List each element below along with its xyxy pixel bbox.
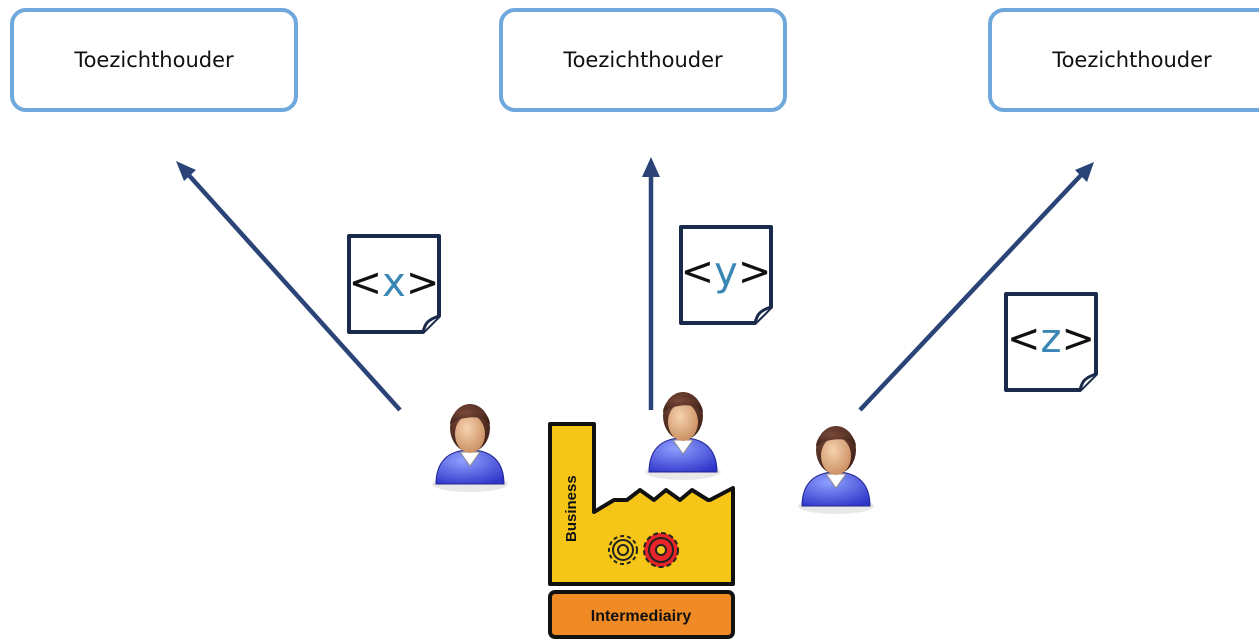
document-icon-y: <y> [679, 225, 773, 325]
supervisor-label: Toezichthouder [563, 48, 723, 72]
supervisor-label: Toezichthouder [74, 48, 234, 72]
person-icon [431, 403, 509, 493]
factory-building [548, 422, 735, 586]
document-label-y: <y> [681, 249, 772, 295]
factory-base [548, 590, 735, 639]
factory-base-label: Intermediairy [591, 608, 692, 625]
arrowhead-left [176, 161, 196, 181]
document-icon-x: <x> [347, 234, 441, 334]
person-icon [797, 425, 875, 515]
factory-icon: Business Intermediairy [548, 422, 735, 639]
supervisor-box-center: Toezichthouder [499, 8, 787, 112]
arrow-to-left-supervisor [184, 170, 402, 412]
person-icon [644, 391, 722, 481]
arrow-to-right-supervisor [858, 171, 1085, 412]
supervisor-label: Toezichthouder [1052, 48, 1212, 72]
gear-icon [608, 535, 638, 565]
document-label-x: <x> [349, 260, 440, 306]
arrowhead-right [1075, 162, 1094, 182]
supervisor-box-right: Toezichthouder [988, 8, 1259, 112]
document-label-z: <z> [1007, 316, 1095, 362]
supervisor-box-left: Toezichthouder [10, 8, 298, 112]
flow-arrows [176, 157, 1094, 412]
factory-building-label: Business [563, 475, 580, 542]
document-icon-z: <z> [1004, 292, 1098, 392]
gear-icon [643, 532, 679, 568]
arrowhead-center [642, 157, 660, 177]
